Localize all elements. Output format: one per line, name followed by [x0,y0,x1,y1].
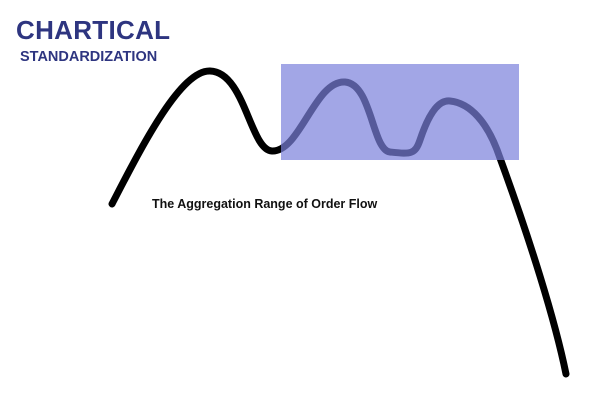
aggregation-caption: The Aggregation Range of Order Flow [152,197,378,211]
brand-title: CHARTICAL [16,15,171,45]
brand-subtitle: STANDARDIZATION [20,49,158,65]
brand-logo: CHARTICAL STANDARDIZATION [16,14,170,66]
aggregation-zone [281,64,519,160]
